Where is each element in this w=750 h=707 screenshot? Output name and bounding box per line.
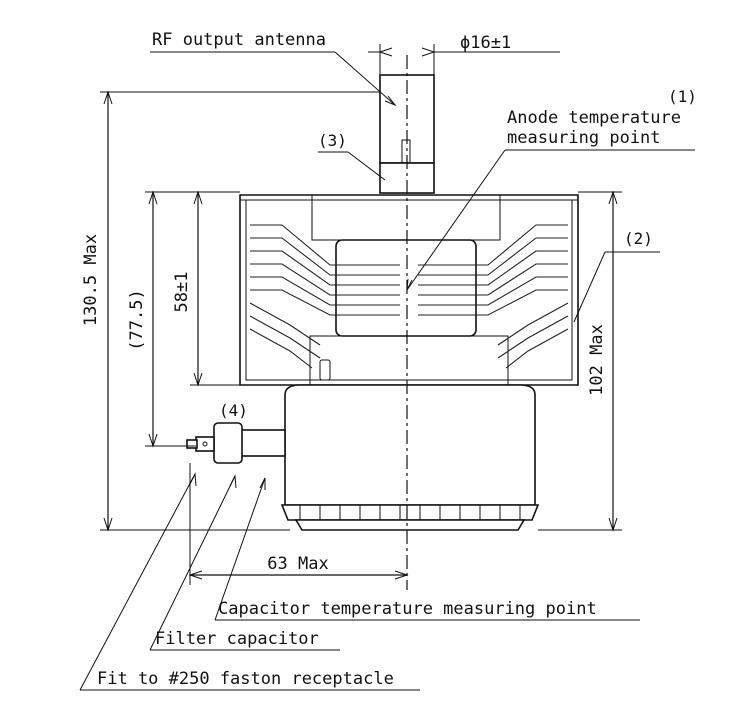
height-77-label: (77.5) (127, 289, 147, 350)
dimension-58 (190, 190, 240, 387)
anode-temp-label-line1: Anode temperature (507, 108, 681, 128)
dimension-77 (145, 190, 240, 448)
yoke-housing (239, 194, 579, 387)
dimension-overall-height (100, 90, 380, 532)
dimension-antenna-diameter (368, 44, 560, 75)
capacitor-temp-label: Capacitor temperature measuring point (218, 599, 597, 619)
callout-1-label: (1) (668, 87, 697, 106)
width-63-label: 63 Max (267, 554, 328, 574)
height-58-label: 58±1 (172, 272, 192, 313)
anode-temp-label-line2: measuring point (507, 128, 661, 148)
faston-label: Fit to #250 faston receptacle (97, 669, 394, 689)
bottom-leaders (79, 472, 640, 691)
rf-antenna-leader (150, 51, 397, 107)
filter-box (280, 384, 540, 531)
anode-temp-leader (406, 149, 695, 291)
cooling-fins-right (418, 224, 569, 369)
rf-antenna-label: RF output antenna (152, 30, 326, 50)
antenna-diameter-label: ϕ16±1 (460, 33, 511, 53)
filter-capacitor-label: Filter capacitor (155, 629, 319, 649)
callout-2-leader (573, 251, 660, 323)
overall-height-label: 130.5 Max (81, 234, 101, 326)
height-102-label: 102 Max (587, 324, 607, 396)
callout-2-label: (2) (624, 229, 653, 248)
filter-capacitor-terminal (186, 422, 286, 464)
callout-3-label: (3) (318, 131, 347, 150)
callout-3-leader (318, 151, 386, 181)
cooling-fins-left (249, 224, 400, 369)
dimension-102 (538, 190, 622, 532)
callout-4-label: (4) (219, 401, 248, 420)
